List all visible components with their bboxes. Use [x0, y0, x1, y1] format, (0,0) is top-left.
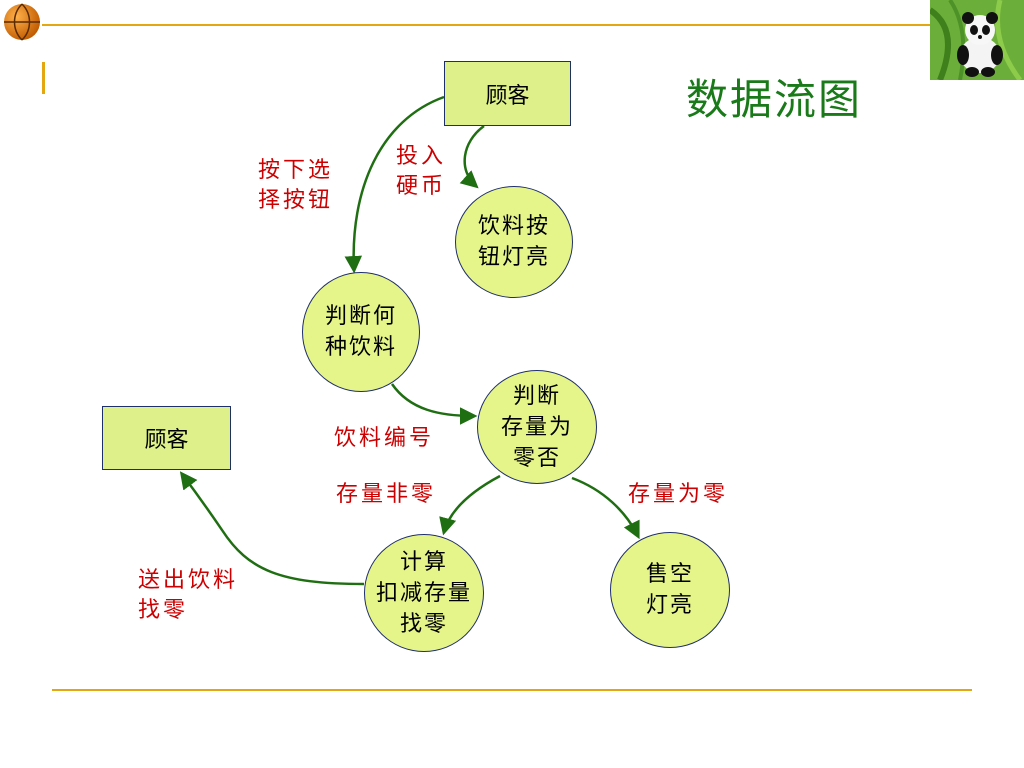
- label-deliver-drink-change: 送出饮料 找零: [138, 568, 239, 623]
- arrow-customer-to-button-lit: [459, 124, 485, 189]
- arrow-stock-to-calculate: [439, 474, 501, 536]
- footer-rule: [52, 689, 972, 691]
- label-drink-number: 饮料编号: [334, 426, 435, 451]
- label-stock-zero: 存量为零: [628, 482, 729, 507]
- label-press-select-button: 按下选 择按钮: [258, 158, 334, 213]
- arrow-calculate-to-customer: [179, 471, 365, 586]
- panda-icon: [928, 0, 1024, 82]
- label-stock-nonzero: 存量非零: [336, 482, 437, 507]
- header-accent-mark: [42, 62, 45, 94]
- calculate-change-process: 计算 扣减存量 找零: [364, 534, 484, 652]
- drink-button-lit-process: 饮料按 钮灯亮: [455, 186, 573, 298]
- arrow-stock-to-sold-out: [571, 476, 640, 540]
- check-stock-process: 判断 存量为 零否: [477, 370, 597, 484]
- slide-title: 数据流图: [686, 75, 863, 124]
- header-rule: [42, 24, 930, 26]
- decide-drink-process: 判断何 种饮料: [302, 272, 420, 392]
- basketball-icon: [2, 2, 42, 42]
- label-insert-coin: 投入 硬币: [396, 144, 447, 199]
- sold-out-light-process: 售空 灯亮: [610, 532, 730, 648]
- customer-top-entity: 顾客: [444, 61, 571, 126]
- customer-left-entity: 顾客: [102, 406, 231, 470]
- arrow-customer-to-decide-drink: [344, 95, 445, 274]
- arrow-decide-to-check-stock: [390, 383, 478, 425]
